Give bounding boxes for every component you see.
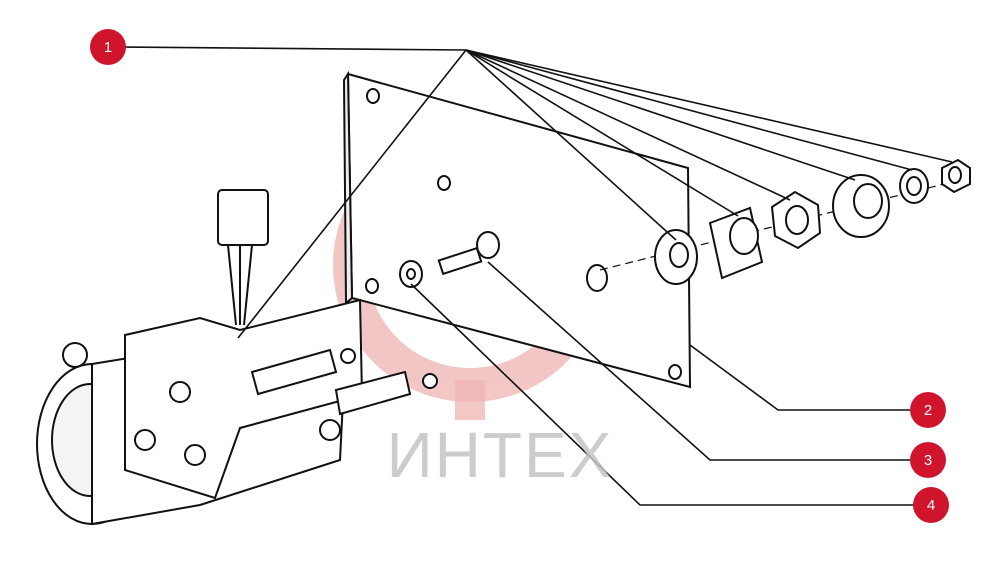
callout-4[interactable]: 4 [913, 487, 949, 523]
callout-3[interactable]: 3 [910, 442, 946, 478]
fastener-stack [599, 158, 971, 285]
watermark-text: ИНТЕХ [386, 419, 614, 491]
mounting-plate [342, 70, 692, 389]
leader-lines [117, 46, 953, 506]
callout-2[interactable]: 2 [910, 392, 946, 428]
stud-bolt [437, 231, 500, 276]
washer [399, 260, 423, 288]
actuator-assembly [36, 189, 438, 526]
callout-1[interactable]: 1 [90, 29, 126, 65]
